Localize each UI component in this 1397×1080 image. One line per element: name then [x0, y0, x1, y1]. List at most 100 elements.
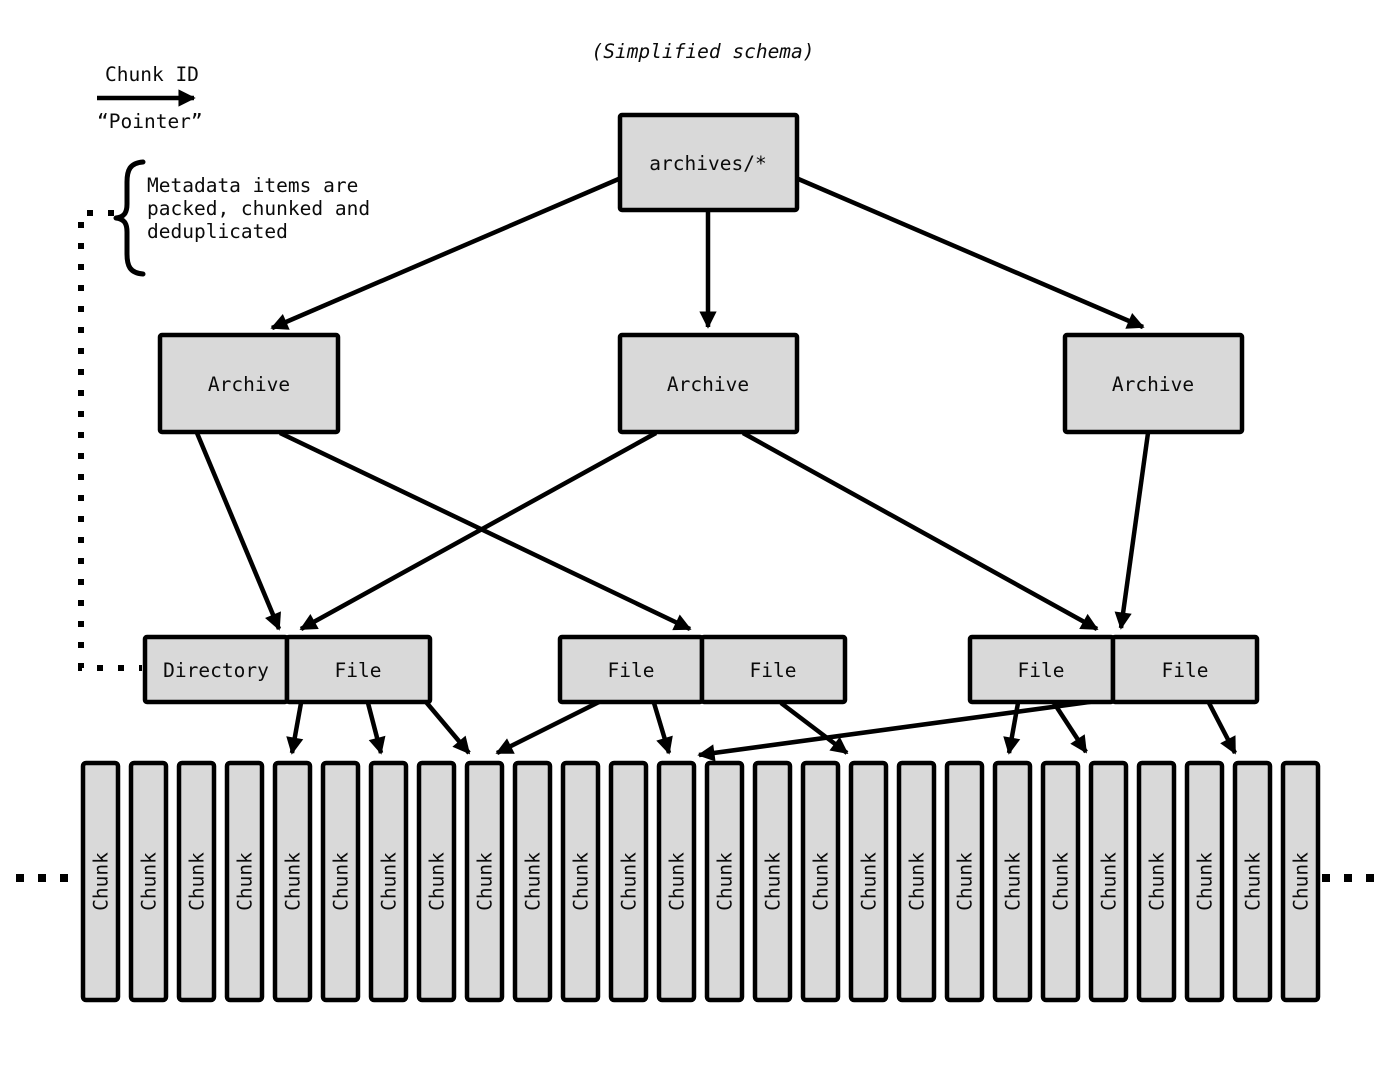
chunk-box-10: Chunk	[512, 760, 553, 1003]
arrow-pair1-file-to-chunk-7	[365, 702, 386, 755]
chunk-label: Chunk	[857, 852, 880, 911]
left-brace-icon	[113, 159, 146, 277]
chunk-box-rect	[80, 760, 121, 1003]
chunk-box-23: Chunk	[1136, 760, 1177, 1003]
chunk-label: Chunk	[329, 852, 352, 911]
chunk-box-9: Chunk	[464, 760, 505, 1003]
chunk-label: Chunk	[521, 852, 544, 911]
chunk-box-8: Chunk	[416, 760, 457, 1003]
node-archive-3-box	[1062, 332, 1245, 435]
chunk-box-rect	[1040, 760, 1081, 1003]
chunk-box-rect	[608, 760, 649, 1003]
chunk-box-rect	[1280, 760, 1321, 1003]
chunk-box-6: Chunk	[320, 760, 361, 1003]
note-line-2: packed, chunked and	[147, 197, 370, 220]
chunk-box-rect	[464, 760, 505, 1003]
chunk-box-rect	[416, 760, 457, 1003]
chunk-box-22: Chunk	[1088, 760, 1129, 1003]
chunk-box-16: Chunk	[800, 760, 841, 1003]
chunk-box-rect	[320, 760, 361, 1003]
chunk-label: Chunk	[425, 852, 448, 911]
node-pair-2: File File	[557, 634, 848, 705]
node-archives-root-label: archives/*	[649, 152, 766, 175]
chunk-label: Chunk	[665, 852, 688, 911]
chunk-box-rect	[656, 760, 697, 1003]
chunk-box-14: Chunk	[704, 760, 745, 1003]
chunk-label: Chunk	[1001, 852, 1024, 911]
chunk-box-rect	[128, 760, 169, 1003]
chunk-label: Chunk	[281, 852, 304, 911]
chunk-label: Chunk	[569, 852, 592, 911]
chunk-box-rect	[752, 760, 793, 1003]
node-archive-2-label: Archive	[667, 373, 749, 396]
chunk-box-rect	[848, 760, 889, 1003]
arrow-archive-2-to-pair-3	[741, 431, 1099, 631]
chunk-label: Chunk	[473, 852, 496, 911]
arrow-pair2-file2-to-chunk-17	[779, 701, 849, 755]
chunk-box-5: Chunk	[272, 760, 313, 1003]
chunk-box-19: Chunk	[944, 760, 985, 1003]
arrow-pair3-file1-to-chunk-22	[1052, 701, 1088, 754]
chunk-box-11: Chunk	[560, 760, 601, 1003]
chunk-box-rect	[560, 760, 601, 1003]
node-pair-2-right-box	[699, 634, 848, 705]
chunk-box-1: Chunk	[80, 760, 121, 1003]
node-archive-1-label: Archive	[208, 373, 290, 396]
node-pair-1: Directory File	[142, 634, 433, 705]
chunk-box-rect	[704, 760, 745, 1003]
chunk-box-13: Chunk	[656, 760, 697, 1003]
node-archive-3-label: Archive	[1112, 373, 1194, 396]
node-archive-1-box	[157, 332, 341, 435]
chunk-box-18: Chunk	[896, 760, 937, 1003]
chunk-box-25: Chunk	[1232, 760, 1273, 1003]
chunk-label: Chunk	[1193, 852, 1216, 911]
chunk-box-rect	[896, 760, 937, 1003]
arrow-archive-2-to-pair-1	[299, 431, 658, 631]
chunk-box-rect	[944, 760, 985, 1003]
chunk-label: Chunk	[1049, 852, 1072, 911]
node-pair-2-file1-label: File	[608, 659, 655, 682]
chunk-box-rect	[1184, 760, 1225, 1003]
chunk-box-3: Chunk	[176, 760, 217, 1003]
node-directory-label: Directory	[163, 659, 269, 682]
chunk-label: Chunk	[377, 852, 400, 911]
chunk-box-rect	[224, 760, 265, 1003]
node-pair-3: File File	[967, 634, 1260, 705]
chunk-box-rect	[176, 760, 217, 1003]
arrow-pair2-file1-to-chunk-13	[651, 702, 673, 755]
node-archive-2-box	[617, 332, 800, 435]
node-pair-3-right-box	[1110, 634, 1260, 705]
node-archives-root-box	[617, 112, 800, 213]
chunk-box-rect	[272, 760, 313, 1003]
node-pair-1-right-box	[284, 634, 433, 705]
arrow-root-to-archive-3	[795, 175, 1145, 330]
chunk-label: Chunk	[1289, 852, 1312, 911]
node-archive-2: Archive	[617, 332, 800, 435]
dotted-connector-line	[78, 210, 142, 671]
legend-pointer-label: “Pointer”	[97, 110, 203, 133]
node-archive-3: Archive	[1062, 332, 1245, 435]
chunk-box-rect	[1136, 760, 1177, 1003]
chunk-box-21: Chunk	[1040, 760, 1081, 1003]
chunk-box-15: Chunk	[752, 760, 793, 1003]
legend: Chunk ID “Pointer”	[97, 63, 203, 133]
chunk-box-rect	[512, 760, 553, 1003]
chunk-label: Chunk	[617, 852, 640, 911]
chunk-label: Chunk	[89, 852, 112, 911]
chunk-label: Chunk	[137, 852, 160, 911]
arrow-archive-3-to-pair-3	[1114, 432, 1151, 630]
chunk-box-20: Chunk	[992, 760, 1033, 1003]
chunk-box-12: Chunk	[608, 760, 649, 1003]
metadata-note: Metadata items are packed, chunked and d…	[113, 159, 370, 277]
arrow-pair1-file-to-chunk-5	[286, 702, 304, 755]
node-pair-2-file2-label: File	[750, 659, 797, 682]
arrow-root-to-archive-1	[270, 175, 622, 331]
chunk-box-7: Chunk	[368, 760, 409, 1003]
arrow-pair3-file1-to-chunk-20	[1003, 702, 1021, 755]
arrow-pair2-file1-to-chunk-9	[495, 699, 601, 756]
chunk-box-4: Chunk	[224, 760, 265, 1003]
diagram-title: (Simplified schema)	[591, 40, 814, 63]
